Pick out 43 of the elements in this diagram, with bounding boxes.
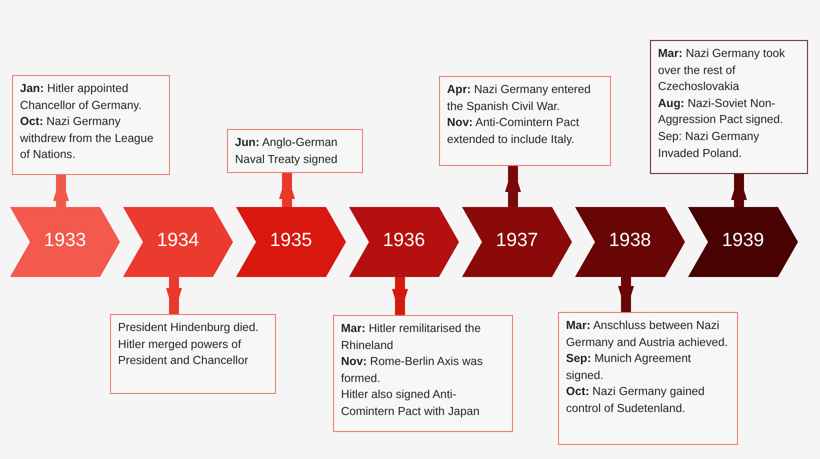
event-text: Nov: Anti-Comintern Pact extended to include Italy. (447, 115, 580, 148)
year-label: 1937 (494, 230, 540, 252)
year-label: 1936 (382, 230, 426, 252)
event-text: Oct: Nazi Germany gained control of Sudetenland. (566, 384, 706, 417)
arrow (279, 173, 295, 207)
arrow (731, 174, 747, 207)
event-text: Jan: Hitler appointed Chancellor of Germany. (20, 81, 143, 114)
event-text: Mar: Anschluss between Nazi Germany and Austria achieved. (566, 318, 729, 351)
arrow (53, 175, 69, 207)
event-text: Mar: Nazi Germany took over the rest of Czechoslovakia (658, 46, 786, 96)
event-text: Mar: Hitler remilitarised the Rhineland (341, 321, 482, 354)
event-box (110, 314, 276, 394)
year-segment (575, 207, 685, 277)
year-segment (349, 207, 459, 277)
year-segment (688, 207, 798, 277)
event-box (439, 76, 611, 166)
year-label: 1934 (156, 230, 200, 252)
event-text: Aug: Nazi-Soviet Non-Aggression Pact signed. (658, 96, 784, 128)
arrow (618, 277, 634, 312)
event-text: Sep: Munich Agreement signed. (566, 351, 692, 384)
event-box (650, 40, 808, 174)
year-label: 1938 (608, 230, 652, 252)
year-label: 1933 (42, 230, 88, 252)
year-label: 1939 (720, 230, 766, 252)
arrow (392, 277, 408, 315)
event-box (12, 75, 170, 175)
event-text: Sep: Nazi Germany Invaded Poland. (658, 128, 760, 162)
event-box (558, 312, 738, 445)
year-segment (10, 207, 120, 277)
year-segment (462, 207, 572, 277)
event-text: Apr: Nazi Germany entered the Spanish Civil War. (447, 82, 592, 115)
arrow (166, 277, 182, 314)
year-segment (236, 207, 346, 277)
year-label: 1935 (268, 230, 314, 252)
event-text: Nov: Rome-Berlin Axis was formed. (341, 354, 484, 387)
event-box (333, 315, 513, 432)
event-text: Jun: Anglo-German Naval Treaty signed (235, 135, 338, 168)
event-box (227, 129, 363, 173)
event-text: Oct: Nazi Germany withdrew from the League of Nations. (20, 114, 154, 164)
event-text: Hitler also signed Anti-Comintern Pact with Japan (341, 387, 481, 420)
event-text: President Hindenburg died. Hitler merged powers of President and Chancellor (118, 320, 260, 370)
arrow (505, 166, 521, 207)
year-segment (123, 207, 233, 277)
